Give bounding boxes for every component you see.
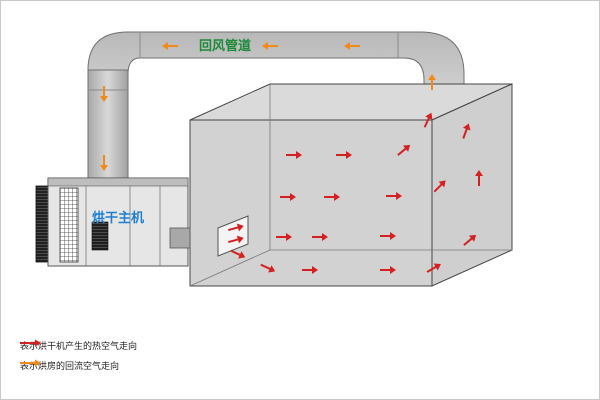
hot-arrow — [324, 193, 340, 201]
hot-arrow — [312, 233, 328, 241]
return-arrow — [262, 42, 278, 50]
orange-arrow-icon — [20, 359, 41, 367]
hot-air-arrows — [228, 112, 483, 274]
legend-hot-air-text: 表示烘干机产生的热空气走向 — [20, 342, 138, 352]
return-arrow — [162, 42, 178, 50]
hot-arrow — [426, 263, 441, 273]
hot-arrow — [286, 151, 302, 159]
duct-label: 回风管道 — [199, 38, 251, 54]
legend-return-air: 表示烘房的回流空气走向 — [20, 359, 119, 372]
hot-arrow — [228, 223, 244, 232]
hot-arrow — [462, 123, 471, 139]
return-arrow — [344, 42, 360, 50]
hot-arrow — [336, 151, 352, 159]
hot-arrow — [228, 235, 244, 244]
return-air-arrows — [100, 42, 436, 171]
hot-arrow — [302, 266, 318, 274]
hot-arrow — [380, 266, 396, 274]
hot-arrow — [463, 234, 477, 246]
return-arrow — [428, 74, 436, 90]
hot-arrow — [423, 112, 433, 128]
hot-arrow — [276, 233, 292, 241]
hot-arrow — [380, 232, 396, 240]
hot-arrow — [260, 263, 276, 273]
return-arrow — [100, 86, 108, 102]
dryer-unit — [35, 177, 191, 267]
return-arrow — [100, 155, 108, 171]
hot-arrow — [475, 170, 483, 186]
legend-hot-air: 表示烘干机产生的热空气走向 — [20, 339, 137, 352]
dryer-unit-label: 烘干主机 — [92, 210, 144, 226]
hot-arrow — [230, 249, 246, 259]
hot-arrow — [280, 193, 296, 201]
hot-arrow — [397, 144, 411, 156]
drying-room — [189, 83, 513, 287]
hot-arrow — [433, 180, 446, 193]
red-arrow-icon — [20, 339, 41, 347]
legend-return-air-text: 表示烘房的回流空气走向 — [20, 362, 120, 372]
hot-arrow — [386, 192, 402, 200]
